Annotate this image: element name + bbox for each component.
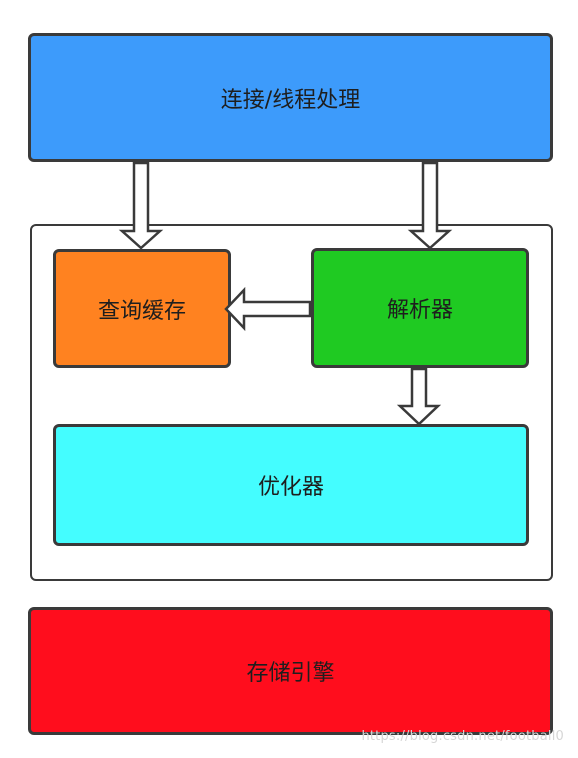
arrow-connection-to-parser	[407, 161, 453, 250]
storage-engine-label: 存储引擎	[246, 661, 335, 686]
connection-thread-node: 连接/线程处理	[28, 33, 553, 162]
connection-thread-label: 连接/线程处理	[220, 87, 361, 113]
watermark: https://blog.csdn.net/football0	[361, 729, 564, 744]
parser-node: 解析器	[311, 248, 529, 368]
optimizer-label: 优化器	[257, 475, 324, 500]
parser-label: 解析器	[386, 298, 453, 323]
storage-engine-node: 存储引擎	[28, 607, 553, 735]
query-cache-label: 查询缓存	[97, 298, 186, 324]
query-cache-node: 查询缓存	[53, 249, 231, 368]
optimizer-node: 优化器	[53, 424, 529, 546]
arrow-parser-to-optimizer	[396, 367, 442, 426]
arrow-parser-to-query-cache	[224, 286, 312, 332]
arrow-connection-to-query-cache	[118, 161, 164, 250]
